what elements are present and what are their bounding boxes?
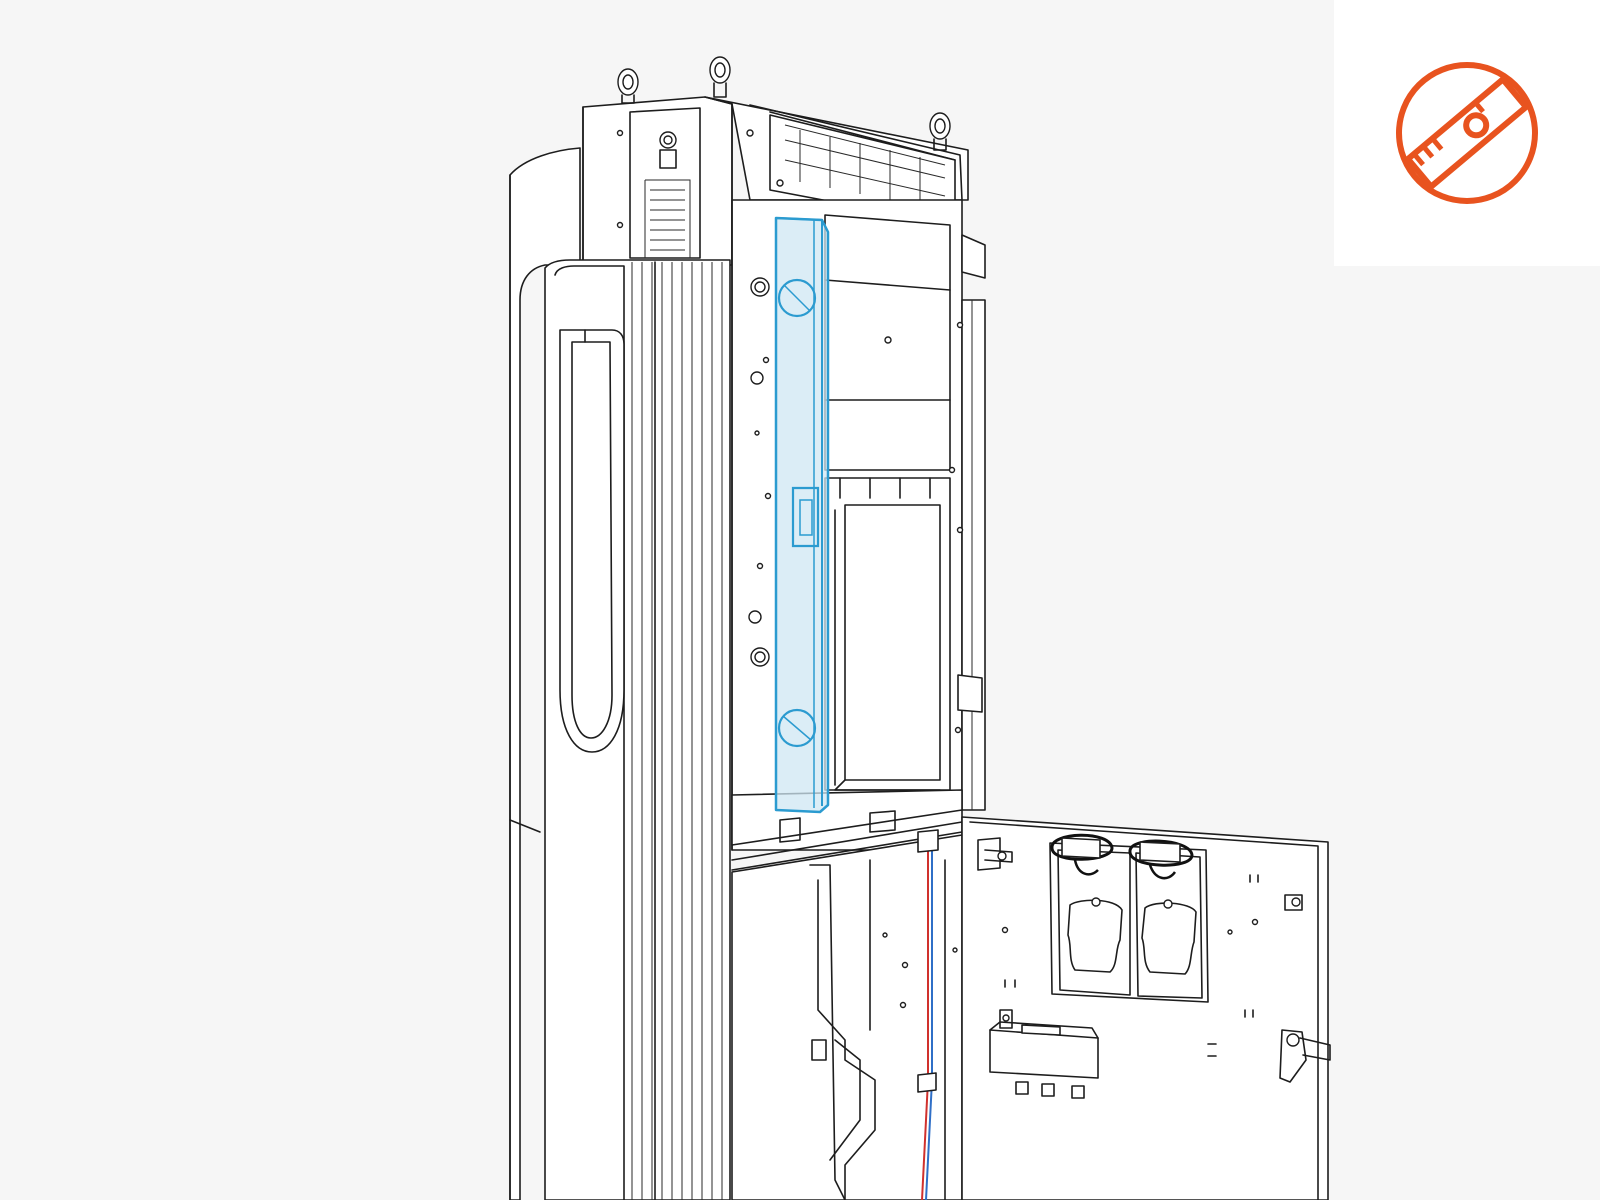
lifting-eye-3 [929, 112, 951, 151]
front-fluted-column [544, 259, 731, 1200]
spirit-level-highlight [774, 216, 830, 814]
lifting-eye-2 [709, 56, 731, 98]
rear-housing [509, 147, 581, 1200]
lower-bay [731, 829, 963, 1200]
lifting-eye-1 [617, 68, 639, 104]
open-door [961, 816, 1331, 1200]
